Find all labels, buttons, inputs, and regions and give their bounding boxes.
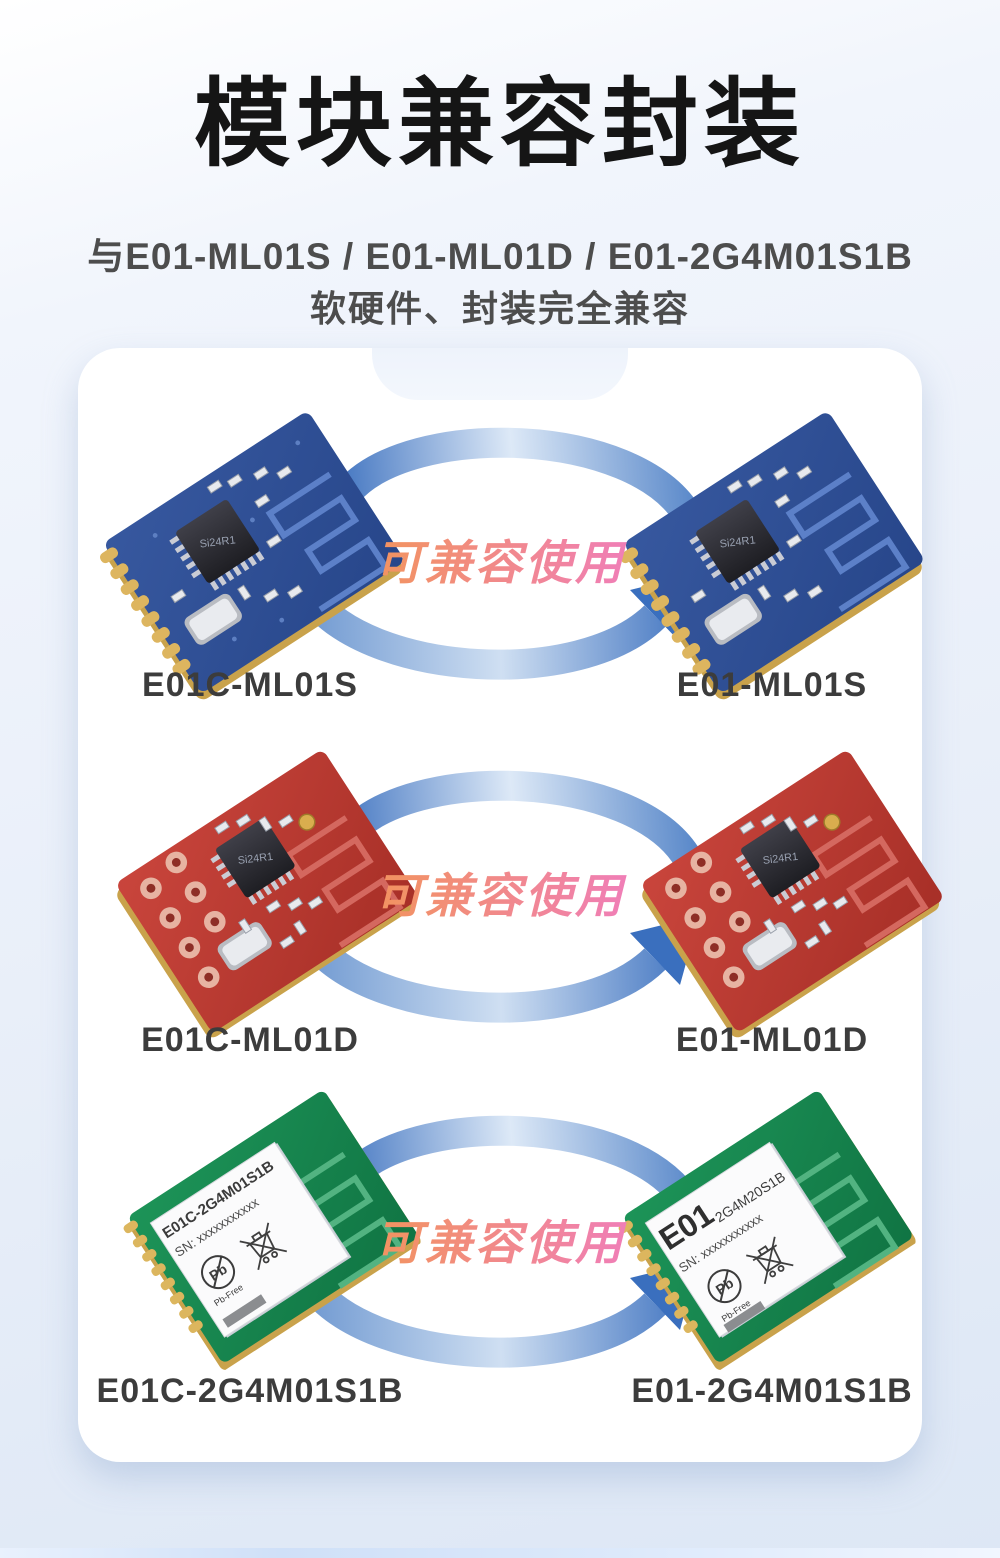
subtitle-models: 与E01-ML01S / E01-ML01D / E01-2G4M01S1B — [87, 236, 913, 277]
caption-right: E01-ML01S — [676, 666, 868, 704]
castellated-pins — [99, 547, 191, 675]
castellated-pins — [619, 547, 711, 675]
gold-via — [298, 813, 316, 831]
module-image-e01c-ml01s: Si24R1 — [99, 413, 403, 700]
compat-text: 可兼容使用 — [78, 857, 922, 926]
smd-components — [739, 813, 849, 950]
weee-bin-icon — [746, 1236, 794, 1285]
chip: Si24R1 — [735, 818, 820, 906]
smd-components — [214, 813, 324, 950]
vias — [152, 440, 301, 642]
label-bar — [222, 1294, 267, 1328]
module-image-e01-2g4m01s1b: E01 2G4M20S1B SN: xxxxxxxxxxx Pb Pb-Free — [618, 1091, 916, 1371]
subtitle-compat: 软硬件、封装完全兼容 — [309, 288, 690, 329]
module-image-e01c-ml01d: Si24R1 — [117, 751, 417, 1038]
top-arc — [336, 427, 701, 525]
crystal-oscillator — [742, 922, 797, 971]
chip: Si24R1 — [689, 500, 785, 591]
caption-left: E01C-ML01S — [142, 666, 358, 704]
label-sticker: E01 2G4M20S1B SN: xxxxxxxxxxx Pb Pb-Free — [644, 1141, 847, 1338]
page-title: 模块兼容封装 — [194, 71, 806, 178]
crystal-oscillator — [704, 593, 762, 645]
chip-marking: Si24R1 — [719, 534, 756, 550]
compat-text: 可兼容使用 — [78, 524, 922, 593]
chip-marking: Si24R1 — [762, 851, 799, 867]
weee-bin-icon — [239, 1222, 287, 1271]
smd-components — [170, 465, 304, 604]
bottom-arc — [299, 588, 666, 680]
module-image-e01-ml01s: Si24R1 — [619, 413, 923, 700]
card-top-notch — [372, 348, 628, 400]
through-holes — [665, 851, 770, 989]
caption-left: E01C-2G4M01S1B — [96, 1372, 404, 1410]
antenna-trace — [265, 471, 390, 613]
castellated-pins — [123, 1220, 203, 1333]
chip: Si24R1 — [169, 500, 265, 591]
module-image-e01c-2g4m01s1b: E01C-2G4M01S1B SN: xxxxxxxxxxx Pb Pb-Fre… — [123, 1091, 421, 1371]
caption-right: E01-ML01D — [675, 1021, 869, 1059]
castellated-pins — [618, 1220, 698, 1333]
label-sticker: E01C-2G4M01S1B SN: xxxxxxxxxxx Pb Pb-Fre… — [149, 1141, 352, 1338]
row-ml01d: Si24R1 — [78, 705, 942, 1060]
row-ml01s: Si24R1 — [78, 348, 923, 705]
compatibility-card: Si24R1 — [78, 348, 942, 1462]
row-2g4m01s1b: E01C-2G4M01S1B SN: xxxxxxxxxxx Pb Pb-Fre… — [78, 1060, 922, 1462]
crystal-oscillator — [184, 593, 242, 645]
crystal-oscillator — [217, 922, 272, 971]
chip-marking: Si24R1 — [237, 851, 274, 867]
caption-left: E01C-ML01D — [141, 1021, 359, 1059]
smd-components — [690, 465, 824, 604]
caption-right: E01-2G4M01S1B — [631, 1372, 913, 1410]
compat-text: 可兼容使用 — [78, 1204, 922, 1273]
antenna-trace — [284, 815, 404, 949]
chip-marking: Si24R1 — [199, 534, 236, 550]
bottom-strip — [0, 1548, 1000, 1558]
module-image-e01-ml01d: Si24R1 — [642, 751, 942, 1038]
chip: Si24R1 — [210, 818, 295, 906]
label-bar — [723, 1300, 766, 1333]
